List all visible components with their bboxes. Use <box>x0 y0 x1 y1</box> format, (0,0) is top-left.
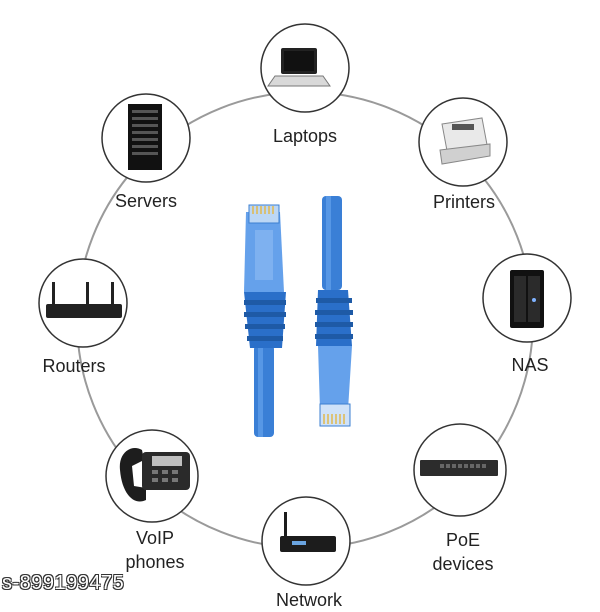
printers-label: Printers <box>432 192 495 212</box>
server-icon <box>101 93 191 183</box>
ethernet-cable-icon <box>244 196 353 437</box>
voip-label-line1: VoIP <box>135 528 175 548</box>
poe-device-icon <box>413 423 507 517</box>
voip-label: VoIP phones <box>110 526 200 574</box>
voip-phone-icon <box>105 429 199 523</box>
routers-label: Routers <box>42 356 106 376</box>
nas-icon <box>482 253 572 343</box>
network-label: Network <box>275 590 342 610</box>
laptop-icon <box>260 23 350 113</box>
nas-label: NAS <box>511 355 549 375</box>
poe-label: PoE devices <box>418 528 508 576</box>
router-icon <box>38 258 128 348</box>
servers-label: Servers <box>114 191 177 211</box>
network-device-icon <box>261 496 351 586</box>
voip-label-line2: phones <box>125 552 185 572</box>
poe-label-line2: devices <box>432 554 494 574</box>
poe-label-line1: PoE <box>445 530 481 550</box>
watermark: s-899199475 <box>2 572 125 594</box>
laptops-label: Laptops <box>272 126 338 146</box>
printer-icon <box>418 97 508 187</box>
